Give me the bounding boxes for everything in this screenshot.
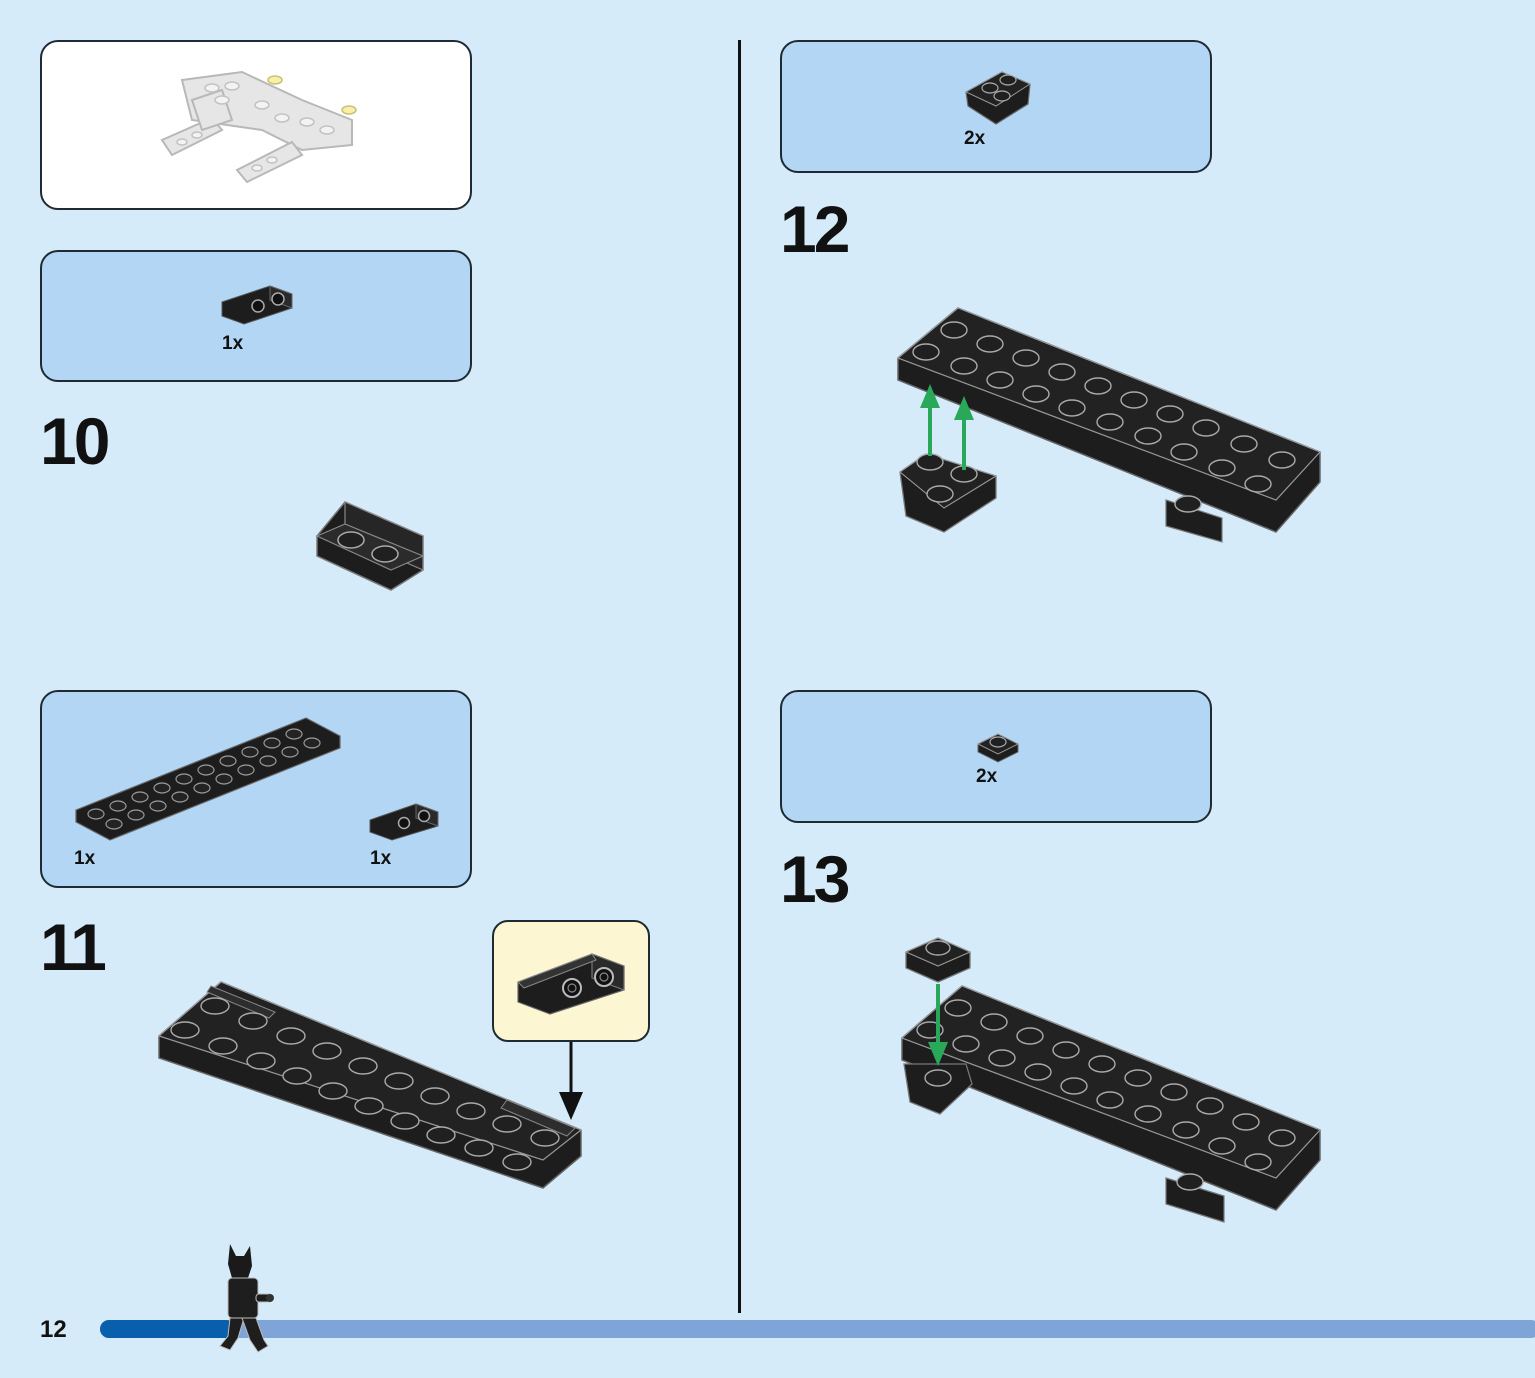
part-quantity: 1x [222,333,244,354]
wedge-plate-icon [964,71,1032,125]
progress-bar-fill [100,1320,236,1338]
step-12-assembly [896,307,1322,543]
step-13-assembly [900,937,1322,1223]
step-11-sub-callout [492,920,650,1042]
part-quantity: 1x [370,848,392,869]
step-number-10: 10 [40,404,110,478]
placement-arrow [559,1042,583,1120]
column-divider [738,40,741,1313]
green-arrow-icon [920,384,974,470]
step-number-12: 12 [780,192,850,266]
green-arrow-icon [928,984,948,1066]
step-11-parts-callout: 1x 1x [40,690,472,888]
step-11-assembly-plate [157,981,583,1189]
step-10-assembly-bracket [315,501,425,591]
part-quantity: 2x [964,128,986,149]
plate-1x1-icon [976,733,1020,763]
minifigure-icon [219,1244,274,1353]
progress-bar-track [100,1320,1535,1338]
step-10-parts-callout: 1x [40,250,472,382]
page-number: 12 [40,1316,67,1343]
model-preview-illustration [160,70,357,184]
step-12-parts-callout: 2x [780,40,1212,173]
bracket-1x2-icon [221,285,293,325]
step-number-11: 11 [40,910,107,984]
part-quantity: 1x [74,848,96,869]
step-number-13: 13 [780,842,850,916]
model-preview-box [40,40,472,210]
bracket-1x2-icon [517,953,625,1015]
step-13-parts-callout: 2x [780,690,1212,823]
bracket-1x2-icon [369,803,439,841]
plate-2x10-icon [75,717,341,841]
part-quantity: 2x [976,766,998,787]
